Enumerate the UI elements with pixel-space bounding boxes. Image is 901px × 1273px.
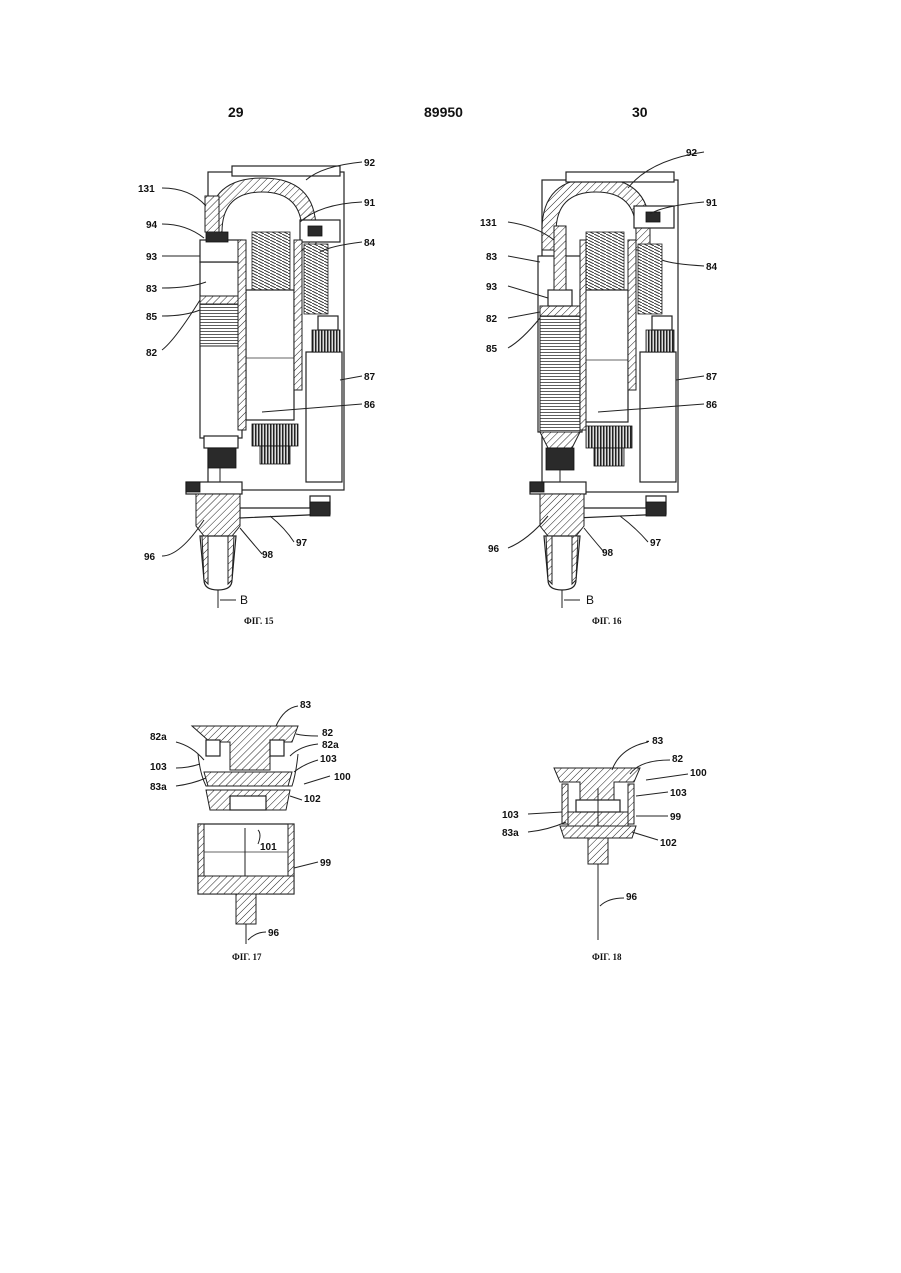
- motor-86: [580, 290, 628, 422]
- cartridge-83: [200, 262, 242, 438]
- gear-right: [646, 330, 674, 352]
- label-97: 97: [296, 538, 308, 549]
- label-98: 98: [602, 548, 614, 559]
- label-131: 131: [480, 218, 497, 229]
- label-83: 83: [486, 252, 498, 263]
- stopper-82: [200, 296, 242, 304]
- caption-fig-16: ФІГ. 16: [592, 616, 622, 626]
- label-82: 82: [146, 348, 158, 359]
- drive-spring: [586, 232, 624, 290]
- label-100: 100: [334, 772, 351, 783]
- axis-label-b: B: [586, 593, 594, 607]
- label-83a: 83a: [502, 828, 519, 839]
- gear-bottom: [586, 426, 632, 448]
- label-99: 99: [670, 812, 682, 823]
- label-97: 97: [650, 538, 662, 549]
- gear-right: [312, 330, 340, 352]
- label-96: 96: [626, 892, 638, 903]
- label-82a-right: 82a: [322, 740, 339, 751]
- caption-fig-17: ФІГ. 17: [232, 952, 262, 962]
- label-102: 102: [660, 838, 677, 849]
- button-94: [206, 232, 228, 242]
- motor-87: [306, 352, 342, 482]
- drive-spring: [252, 232, 290, 290]
- stopper-82: [540, 306, 580, 316]
- label-87: 87: [706, 372, 718, 383]
- label-82: 82: [486, 314, 498, 325]
- motor-86: [246, 290, 294, 420]
- wall-right: [294, 240, 302, 390]
- label-83: 83: [300, 700, 312, 711]
- fluid-85: [200, 300, 242, 346]
- label-99: 99: [320, 858, 332, 869]
- base-102: [560, 826, 636, 838]
- label-86: 86: [364, 400, 376, 411]
- label-85: 85: [146, 312, 158, 323]
- label-103-right: 103: [670, 788, 687, 799]
- label-96: 96: [268, 928, 280, 939]
- label-100: 100: [690, 768, 707, 779]
- motor-87: [640, 352, 676, 482]
- label-131: 131: [138, 184, 155, 195]
- label-93: 93: [146, 252, 158, 263]
- label-91: 91: [364, 198, 376, 209]
- label-82: 82: [322, 728, 334, 739]
- spring-84: [638, 244, 662, 314]
- piston-93: [548, 290, 572, 306]
- label-83: - 83: [646, 736, 664, 747]
- label-85: 85: [486, 344, 498, 355]
- caption-fig-15: ФІГ. 15: [244, 616, 274, 626]
- caption-fig-18: ФІГ. 18: [592, 952, 622, 962]
- spring-84: [304, 244, 328, 314]
- label-96: 96: [144, 552, 156, 563]
- figure-15: 131 94 93 83 85 82 92 91 84 87 86 96 98 …: [138, 158, 376, 626]
- label-82a-left: 82a: [150, 732, 167, 743]
- needle-hub: [208, 448, 236, 468]
- figure-18: - 83 82 100 103 103 99 83a 102 96 ФІГ. 1…: [502, 736, 707, 962]
- needle-mount: [588, 838, 608, 864]
- needle-hub: [546, 448, 574, 470]
- figure-16: 92 91 84 131 83 93 82 85 87 86 96 98 97 …: [480, 148, 718, 626]
- fluid-85: [540, 316, 580, 432]
- axis-label-b: B: [240, 593, 248, 607]
- knob-93: [200, 240, 242, 262]
- label-83a: 83a: [150, 782, 167, 793]
- label-103-right: 103: [320, 754, 337, 765]
- label-101: 101: [260, 842, 277, 853]
- label-82: 82: [672, 754, 684, 765]
- wall-left: [238, 240, 246, 430]
- top-plate: [566, 172, 674, 182]
- label-102: 102: [304, 794, 321, 805]
- gear-bottom: [252, 424, 298, 446]
- label-84: 84: [364, 238, 376, 249]
- label-103-left: 103: [502, 810, 519, 821]
- label-96: 96: [488, 544, 500, 555]
- label-92: 92: [364, 158, 376, 169]
- spring-131: [554, 226, 566, 290]
- label-93: 93: [486, 282, 498, 293]
- top-plate: [232, 166, 340, 176]
- label-87: 87: [364, 372, 376, 383]
- figure-17: 83 82a 82 82a 103 103 100 83a 102 101 99…: [150, 700, 351, 962]
- label-94: 94: [146, 220, 158, 231]
- label-103-left: 103: [150, 762, 167, 773]
- label-92: 92: [686, 148, 698, 159]
- collar-98: [196, 494, 240, 536]
- label-91: 91: [706, 198, 718, 209]
- needle-mount: [236, 894, 256, 924]
- spring-131: [205, 196, 219, 232]
- ring-83a: [204, 772, 292, 786]
- label-98: 98: [262, 550, 274, 561]
- label-86: 86: [706, 400, 718, 411]
- collar-98: [540, 494, 584, 536]
- label-84: 84: [706, 262, 718, 273]
- label-83: 83: [146, 284, 158, 295]
